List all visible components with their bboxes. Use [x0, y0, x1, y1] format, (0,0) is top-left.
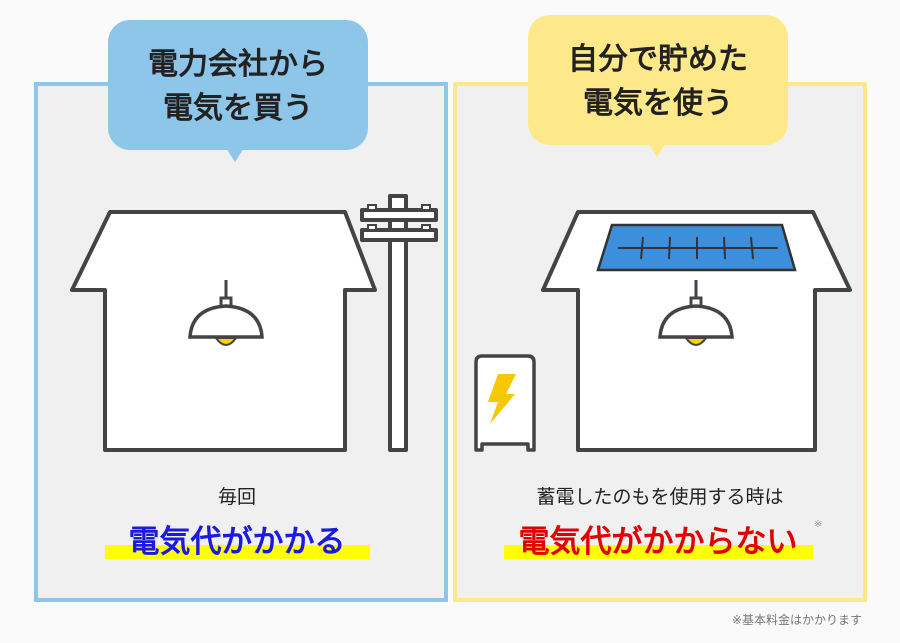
- right-speech-bubble: 自分で貯めた 電気を使う: [528, 15, 788, 157]
- lightning-bolt-icon: [488, 374, 516, 424]
- footnote: ※基本料金はかかります: [732, 612, 862, 627]
- left-headline: 電気代がかかる: [129, 524, 346, 560]
- battery-storage-icon: [474, 354, 536, 452]
- solar-panel-icon: [596, 223, 797, 272]
- right-caption: 蓄電したのもを使用する時は: [536, 486, 783, 508]
- right-bubble-line2: 電気を使う: [583, 86, 733, 121]
- left-highlight: [105, 545, 370, 559]
- left-caption: 毎回: [218, 486, 256, 508]
- right-panel: 自分で貯めた 電気を使う 蓄電したのもを使用する時は 電気代がかからない ※: [453, 15, 867, 602]
- left-speech-bubble: 電力会社から 電気を買う: [108, 20, 368, 162]
- left-panel: 電力会社から 電気を買う 毎回 電気代がかかる: [34, 20, 448, 602]
- footnote-mark: ※: [814, 519, 822, 530]
- ceiling-lamp-icon: [188, 280, 264, 346]
- right-headline: 電気代がかからない: [519, 524, 798, 560]
- utility-pole-icon: [360, 194, 438, 452]
- right-highlight: [504, 545, 813, 559]
- ceiling-lamp-icon: [658, 280, 734, 346]
- left-bubble-line1: 電力会社から: [148, 47, 328, 82]
- right-bubble-line1: 自分で貯めた: [568, 42, 748, 77]
- left-bubble-line2: 電気を買う: [163, 91, 313, 126]
